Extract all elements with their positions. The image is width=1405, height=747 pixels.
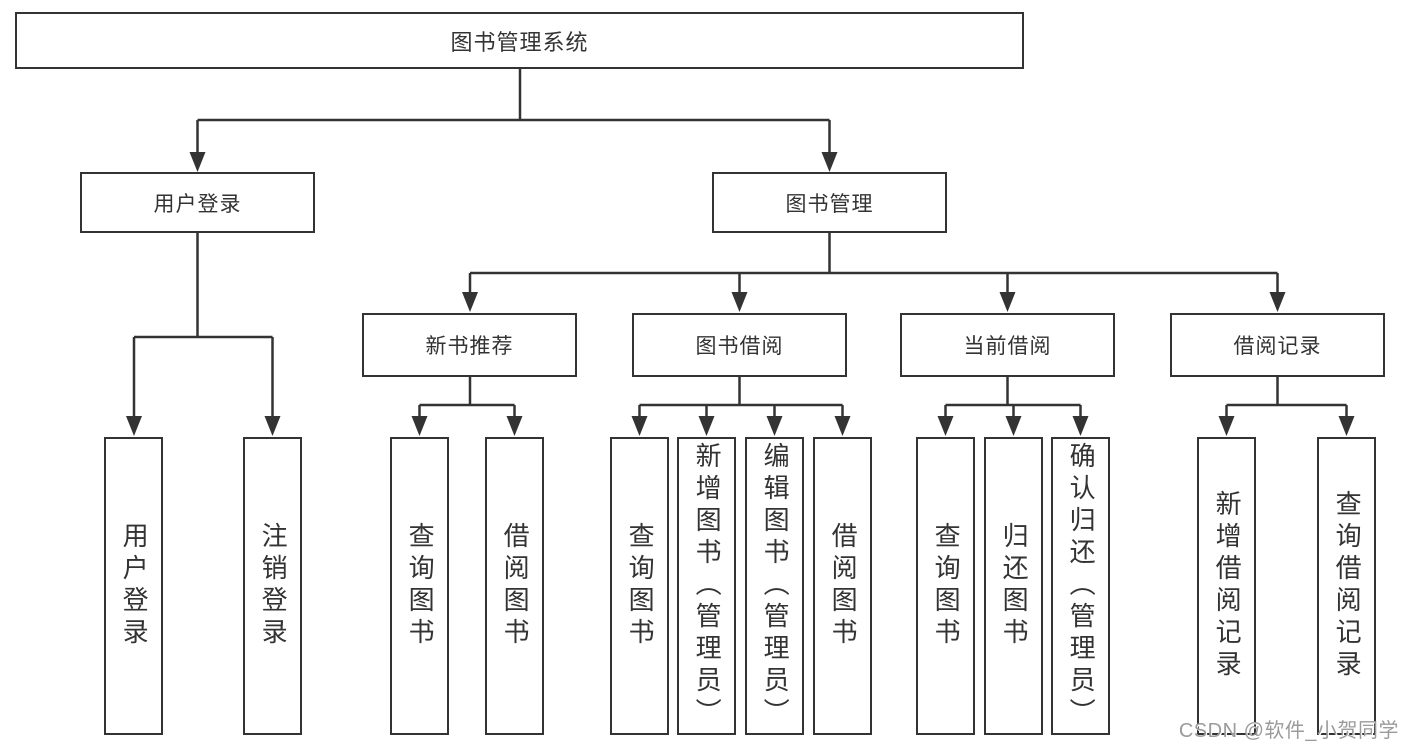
node-current-borrowing: 当前借阅 — [900, 313, 1115, 377]
leaf-query-books-recommend-label: 查询图书 — [405, 522, 436, 650]
node-current-borrowing-label: 当前借阅 — [963, 335, 1052, 358]
leaf-query-books-recommend: 查询图书 — [390, 437, 449, 735]
node-book-borrowing: 图书借阅 — [632, 313, 847, 377]
leaf-user-login: 用户登录 — [104, 437, 163, 735]
leaf-return-book: 归还图书 — [984, 437, 1043, 735]
leaf-borrow-books-borrowing-label: 借阅图书 — [828, 522, 859, 650]
node-book-borrowing-label: 图书借阅 — [695, 335, 784, 358]
node-borrowing-records: 借阅记录 — [1170, 313, 1385, 377]
leaf-user-login-label: 用户登录 — [119, 522, 150, 650]
node-user-login-label: 用户登录 — [153, 192, 242, 216]
leaf-edit-book-admin-label: 编辑图书（管理员） — [760, 442, 791, 730]
leaf-query-books-borrowing-label: 查询图书 — [625, 522, 656, 650]
leaf-query-books-borrowing: 查询图书 — [610, 437, 669, 735]
leaf-confirm-return-admin-label: 确认归还（管理员） — [1066, 442, 1097, 730]
leaf-borrow-books-borrowing: 借阅图书 — [813, 437, 872, 735]
node-root-system: 图书管理系统 — [15, 12, 1024, 69]
leaf-query-books-current: 查询图书 — [916, 437, 975, 735]
node-user-login: 用户登录 — [80, 172, 315, 233]
leaf-borrow-books-recommend-label: 借阅图书 — [500, 522, 531, 650]
leaf-logout-label: 注销登录 — [258, 522, 289, 650]
leaf-query-books-current-label: 查询图书 — [931, 522, 962, 650]
leaf-logout: 注销登录 — [243, 437, 302, 735]
arrowheads — [126, 152, 1355, 436]
leaf-add-book-admin-label: 新增图书（管理员） — [692, 442, 723, 730]
leaf-query-borrow-record: 查询借阅记录 — [1317, 437, 1376, 735]
leaf-add-borrow-record-label: 新增借阅记录 — [1212, 490, 1243, 682]
node-root-system-label: 图书管理系统 — [450, 29, 589, 55]
node-new-book-recommend-label: 新书推荐 — [425, 335, 514, 358]
node-new-book-recommend: 新书推荐 — [362, 313, 577, 377]
node-book-management: 图书管理 — [712, 172, 947, 233]
leaf-borrow-books-recommend: 借阅图书 — [485, 437, 544, 735]
csdn-watermark: CSDN @软件_小贺同学 — [1178, 720, 1399, 742]
leaf-add-book-admin: 新增图书（管理员） — [677, 437, 736, 735]
leaf-add-borrow-record: 新增借阅记录 — [1197, 437, 1256, 735]
leaf-query-borrow-record-label: 查询借阅记录 — [1332, 490, 1363, 682]
leaf-confirm-return-admin: 确认归还（管理员） — [1051, 437, 1110, 735]
node-borrowing-records-label: 借阅记录 — [1233, 335, 1322, 358]
leaf-edit-book-admin: 编辑图书（管理员） — [745, 437, 804, 735]
node-book-management-label: 图书管理 — [785, 192, 874, 216]
leaf-return-book-label: 归还图书 — [999, 522, 1030, 650]
